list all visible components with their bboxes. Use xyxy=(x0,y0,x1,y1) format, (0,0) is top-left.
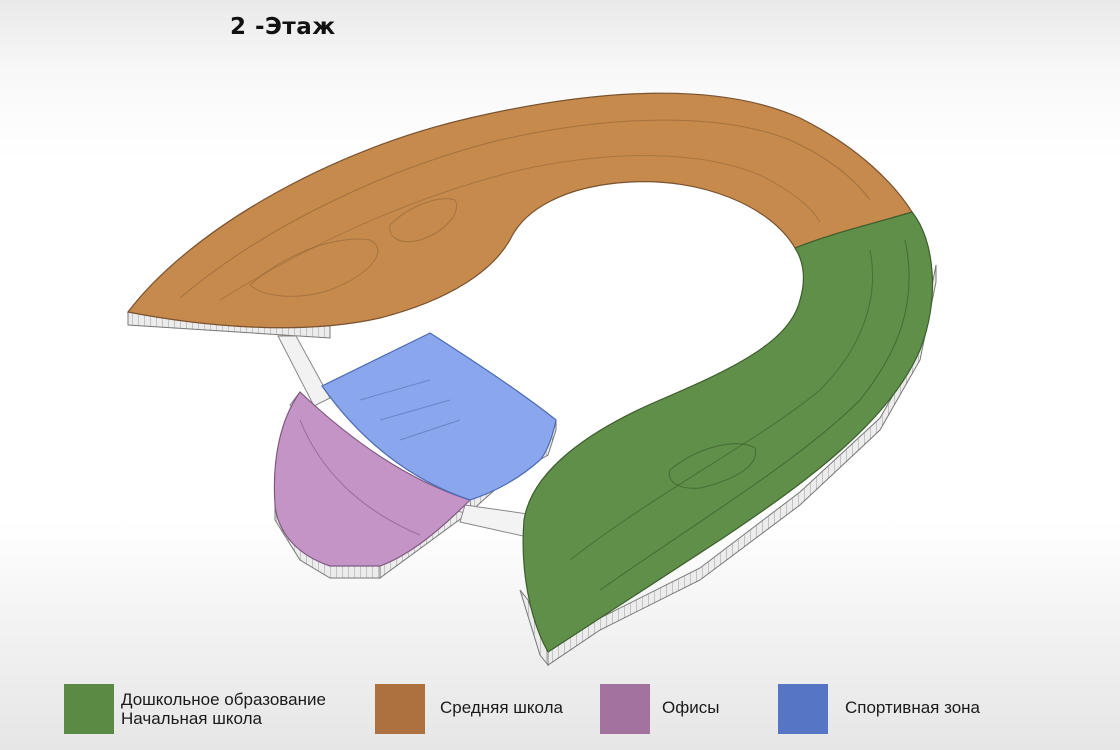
floor-title: 2 -Этаж xyxy=(230,14,336,40)
bridge-left xyxy=(277,335,331,407)
green-zone-preschool-primary xyxy=(522,211,934,653)
legend-label-offices: Офисы xyxy=(662,698,720,717)
legend-label-secondary-school: Средняя школа xyxy=(440,698,563,717)
purple-zone-offices xyxy=(273,391,472,567)
blue-zone-sports xyxy=(321,332,557,501)
orange-inner-corridor xyxy=(179,119,871,299)
green-slab-edge-right xyxy=(547,264,937,666)
orange-atrium xyxy=(249,238,379,297)
green-atrium xyxy=(668,443,757,489)
orange-inner-corridor-2 xyxy=(219,155,821,301)
legend-swatch-sports xyxy=(778,684,828,734)
legend-label-primary: Начальная школа xyxy=(121,709,262,728)
blue-inner-grid xyxy=(359,379,461,441)
legend-swatch-secondary-school xyxy=(375,684,425,734)
legend-swatch-preschool xyxy=(64,684,114,734)
green-inner-corridor-2 xyxy=(569,249,874,561)
legend-swatch-offices xyxy=(600,684,650,734)
floor-plan-diagram xyxy=(126,92,937,667)
interior-walls xyxy=(179,119,910,591)
orange-zone-secondary-school xyxy=(126,92,913,329)
purple-inner-wall xyxy=(299,419,421,536)
legend-label-preschool: Дошкольное образование xyxy=(121,690,326,709)
orange-atrium-2 xyxy=(389,198,457,243)
green-inner-corridor xyxy=(599,239,910,591)
legend-label-sports: Спортивная зона xyxy=(845,698,981,717)
